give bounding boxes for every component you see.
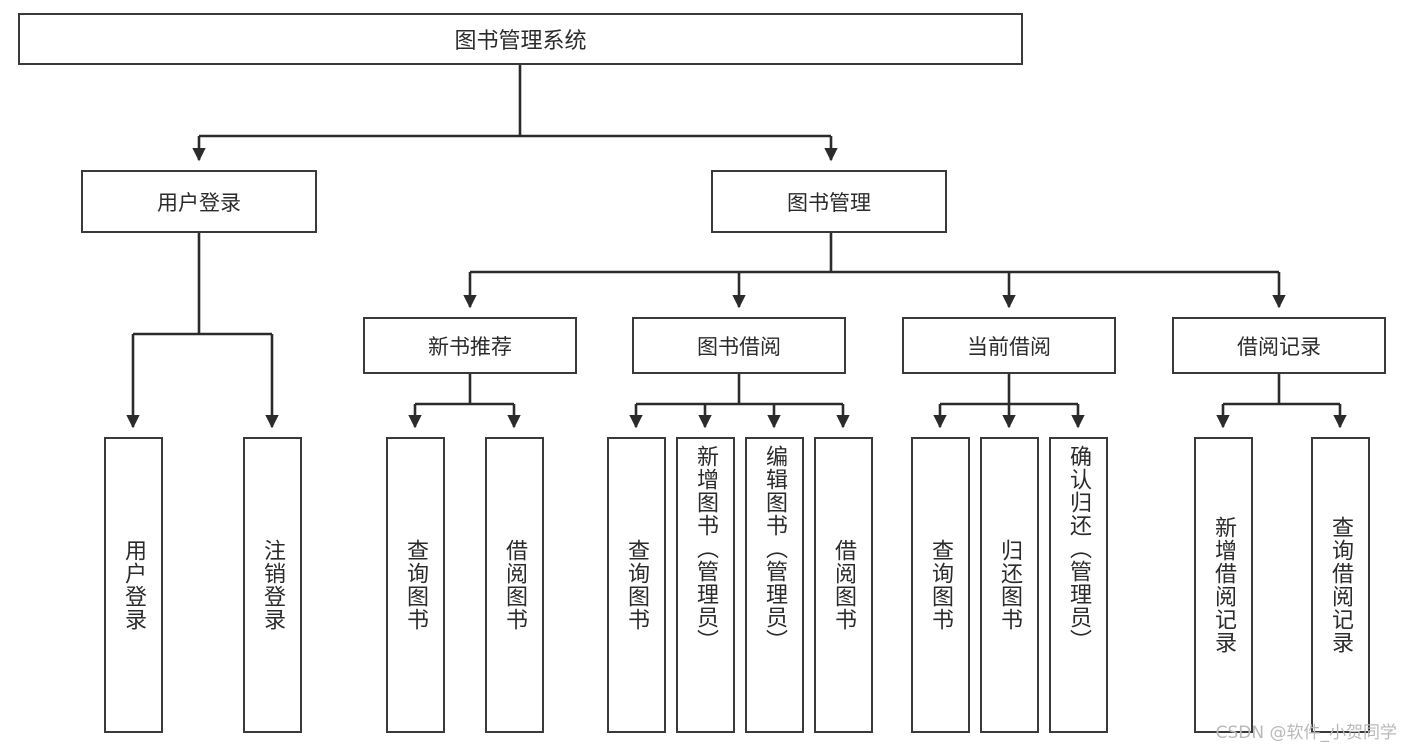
node-book-borrow[interactable]: 图书借阅 (632, 317, 846, 374)
node-new-book-recommend[interactable]: 新书推荐 (363, 317, 577, 374)
leaf-borrow-book-recommend-label: 借阅图书 (502, 539, 528, 631)
leaf-add-book-admin-label: 新增图书（管理员） (693, 445, 719, 652)
node-borrow-record-label: 借阅记录 (1237, 334, 1321, 359)
leaf-edit-book-admin[interactable]: 编辑图书（管理员） (745, 437, 804, 733)
leaf-edit-book-admin-label: 编辑图书（管理员） (762, 445, 788, 652)
node-new-book-recommend-label: 新书推荐 (428, 334, 512, 359)
node-root-label: 图书管理系统 (454, 29, 587, 54)
leaf-confirm-return-admin[interactable]: 确认归还（管理员） (1049, 437, 1108, 733)
node-user-login-label: 用户登录 (157, 190, 241, 215)
node-borrow-record[interactable]: 借阅记录 (1172, 317, 1386, 374)
leaf-query-book-current-label: 查询图书 (928, 539, 954, 631)
leaf-return-book-label: 归还图书 (997, 539, 1023, 631)
node-current-borrow[interactable]: 当前借阅 (902, 317, 1116, 374)
leaf-logout-label: 注销登录 (260, 539, 286, 631)
leaf-add-borrow-record-label: 新增借阅记录 (1211, 516, 1237, 654)
leaf-query-book-recommend-label: 查询图书 (403, 539, 429, 631)
node-book-borrow-label: 图书借阅 (697, 334, 781, 359)
leaf-return-book[interactable]: 归还图书 (980, 437, 1039, 733)
leaf-user-login-label: 用户登录 (121, 539, 147, 631)
leaf-query-book-current[interactable]: 查询图书 (911, 437, 970, 733)
node-book-management[interactable]: 图书管理 (711, 170, 947, 233)
leaf-query-book-borrow-label: 查询图书 (624, 539, 650, 631)
leaf-query-borrow-record-label: 查询借阅记录 (1328, 516, 1354, 654)
leaf-user-login[interactable]: 用户登录 (104, 437, 163, 733)
leaf-query-book-recommend[interactable]: 查询图书 (386, 437, 445, 733)
leaf-borrow-book[interactable]: 借阅图书 (814, 437, 873, 733)
node-current-borrow-label: 当前借阅 (967, 334, 1051, 359)
leaf-add-borrow-record[interactable]: 新增借阅记录 (1194, 437, 1253, 733)
leaf-query-borrow-record[interactable]: 查询借阅记录 (1311, 437, 1370, 733)
leaf-logout[interactable]: 注销登录 (243, 437, 302, 733)
leaf-confirm-return-admin-label: 确认归还（管理员） (1066, 445, 1092, 652)
watermark-text: CSDN @软件_小贺同学 (1215, 723, 1397, 743)
node-user-login[interactable]: 用户登录 (81, 170, 317, 233)
leaf-borrow-book-label: 借阅图书 (831, 539, 857, 631)
node-root[interactable]: 图书管理系统 (18, 13, 1023, 65)
leaf-borrow-book-recommend[interactable]: 借阅图书 (485, 437, 544, 733)
leaf-query-book-borrow[interactable]: 查询图书 (607, 437, 666, 733)
leaf-add-book-admin[interactable]: 新增图书（管理员） (676, 437, 735, 733)
node-book-management-label: 图书管理 (787, 190, 871, 215)
